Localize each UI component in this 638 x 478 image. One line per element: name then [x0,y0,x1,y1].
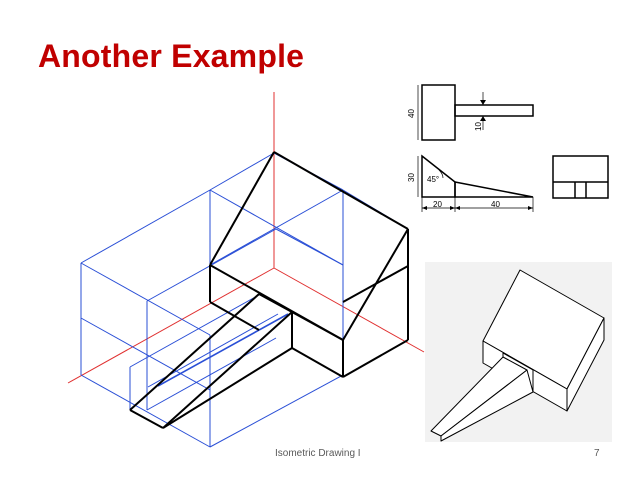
slide-title: Another Example [38,38,305,74]
object-outline [129,151,409,429]
footer-title: Isometric Drawing I [275,448,361,459]
dim-10: 10 [474,122,483,131]
dim-20: 20 [433,200,442,209]
right-axis [273,267,425,353]
side-view [552,155,609,199]
hidden-edge [157,313,289,387]
dim-40-bottom: 40 [491,200,500,209]
left-axis [67,267,275,384]
dim-40: 40 [407,109,416,118]
dim-angle-45: 45° [427,175,439,184]
dim-30: 30 [407,173,416,182]
isometric-axes [67,92,425,384]
page-number: 7 [594,448,600,459]
top-view [417,84,534,141]
front-view [417,154,534,212]
